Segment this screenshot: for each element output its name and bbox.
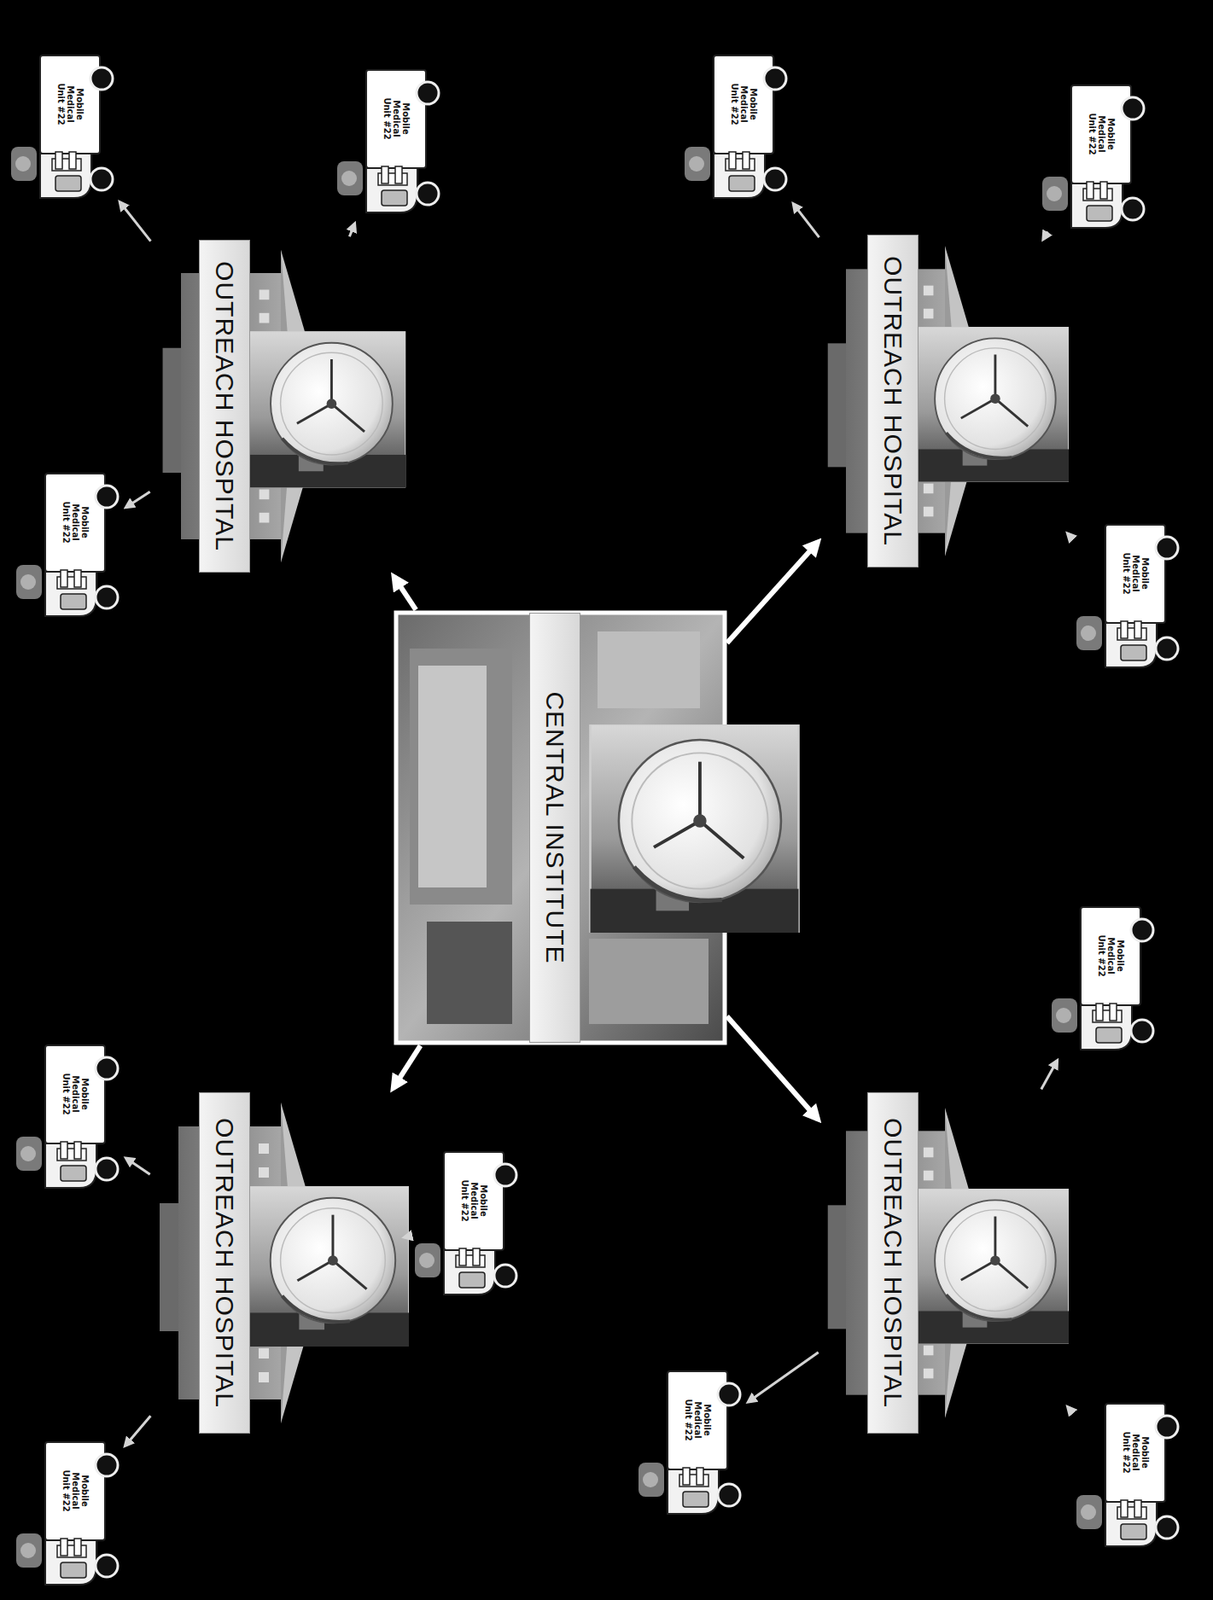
label-band: OUTREACH HOSPITAL: [198, 1092, 251, 1435]
arrow-connector: [394, 577, 417, 611]
label-band: OUTREACH HOSPITAL: [867, 1092, 919, 1435]
mobile-unit: Mobile Medical Unit #22: [11, 469, 123, 624]
arrow-connector: [727, 542, 818, 643]
outreach-hospital: OUTREACH HOSPITAL: [152, 1092, 409, 1435]
unit-label: Mobile Medical Unit #22: [1121, 545, 1150, 602]
arrow-connector: [126, 491, 151, 508]
mobile-unit: Mobile Medical Unit #22: [11, 1041, 123, 1196]
arrow-connector: [1067, 533, 1072, 537]
outreach-hospital: OUTREACH HOSPITAL: [152, 239, 409, 573]
arrow-connector: [404, 1236, 413, 1238]
arrow-connector: [727, 1016, 818, 1120]
unit-label: Mobile Medical Unit #22: [460, 1172, 489, 1230]
mobile-unit: Mobile Medical Unit #22: [5, 51, 117, 205]
arrow-connector: [793, 204, 820, 238]
arrow-connector: [748, 1352, 819, 1403]
hospital-name: OUTREACH HOSPITAL: [209, 261, 240, 552]
mobile-unit: Mobile Medical Unit #22: [1071, 1399, 1183, 1554]
outreach-hospital: OUTREACH HOSPITAL: [821, 234, 1069, 568]
unit-label: Mobile Medical Unit #22: [1087, 105, 1116, 163]
unit-label: Mobile Medical Unit #22: [683, 1392, 712, 1449]
arrow-connector: [1041, 1061, 1057, 1090]
unit-label: Mobile Medical Unit #22: [61, 1066, 90, 1123]
unit-label: Mobile Medical Unit #22: [61, 494, 90, 551]
mobile-unit: Mobile Medical Unit #22: [679, 51, 791, 205]
arrow-connector: [125, 1416, 152, 1447]
mobile-unit: Mobile Medical Unit #22: [409, 1148, 521, 1302]
unit-label: Mobile Medical Unit #22: [56, 75, 85, 133]
arrow-connector: [393, 1045, 421, 1089]
mobile-unit: Mobile Medical Unit #22: [1037, 81, 1149, 235]
arrow-connector: [1043, 232, 1048, 240]
central-photo: [396, 612, 799, 1044]
unit-label: Mobile Medical Unit #22: [61, 1463, 90, 1520]
van-illustration: [11, 55, 1179, 1586]
arrow-connector: [120, 202, 152, 241]
hospital-name: OUTREACH HOSPITAL: [878, 256, 908, 547]
unit-label: Mobile Medical Unit #22: [729, 75, 759, 133]
unit-label: Mobile Medical Unit #22: [382, 90, 411, 147]
hospital-name: OUTREACH HOSPITAL: [878, 1118, 908, 1409]
hospital-name: OUTREACH HOSPITAL: [209, 1118, 240, 1409]
label-band: OUTREACH HOSPITAL: [198, 239, 251, 573]
hospital-illustration: [159, 245, 1069, 1424]
unit-label: Mobile Medical Unit #22: [1121, 1424, 1150, 1482]
mobile-unit: Mobile Medical Unit #22: [332, 65, 444, 220]
mobile-unit: Mobile Medical Unit #22: [1071, 520, 1183, 675]
unit-label: Mobile Medical Unit #22: [1096, 927, 1126, 985]
arrow-connector: [349, 224, 355, 238]
mobile-unit: Mobile Medical Unit #22: [1046, 903, 1158, 1057]
arrow-connector: [1067, 1407, 1072, 1412]
mobile-unit: Mobile Medical Unit #22: [11, 1438, 123, 1593]
institute-name: CENTRAL INSTITUTE: [540, 691, 570, 964]
central-institute: CENTRAL INSTITUTE: [396, 612, 725, 1044]
outreach-hospital: OUTREACH HOSPITAL: [821, 1092, 1069, 1435]
label-band: CENTRAL INSTITUTE: [529, 612, 581, 1044]
label-band: OUTREACH HOSPITAL: [867, 234, 919, 568]
mobile-unit: Mobile Medical Unit #22: [633, 1367, 745, 1522]
arrow-connector: [126, 1158, 151, 1175]
